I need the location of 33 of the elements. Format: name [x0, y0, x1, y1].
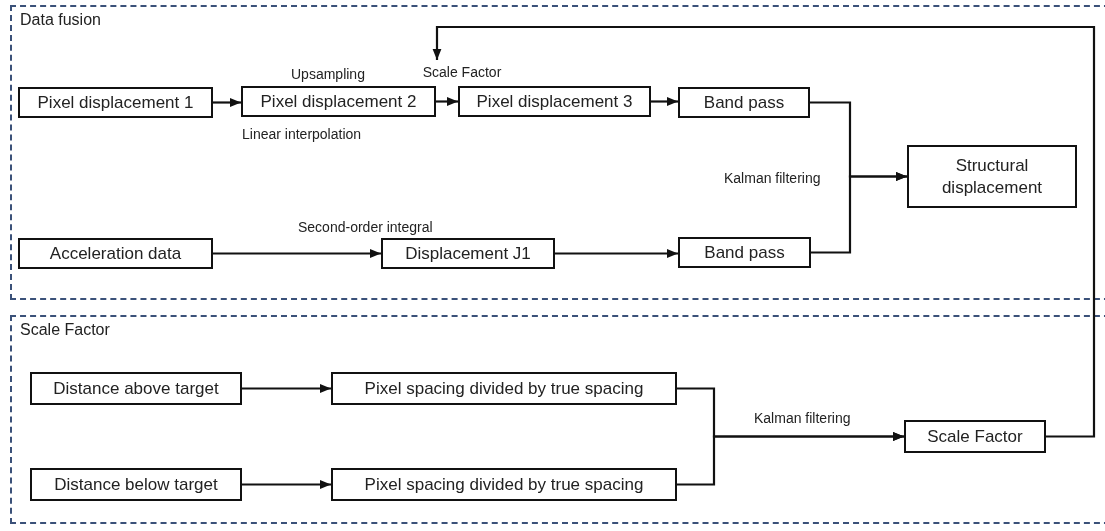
process-box: Distance above target	[30, 372, 242, 405]
arrow	[677, 432, 904, 486]
group-title: Data fusion	[20, 11, 101, 29]
edge-label: Kalman filtering	[722, 170, 823, 186]
process-box: Pixel spacing divided by true spacing	[331, 372, 677, 405]
process-box: Structural displacement	[907, 145, 1077, 208]
arrow	[811, 172, 907, 254]
process-box: Pixel displacement 3	[458, 86, 651, 117]
process-box: Acceleration data	[18, 238, 213, 269]
arrow	[436, 97, 458, 106]
process-box: Displacement J1	[381, 238, 555, 269]
edge-label: Kalman filtering	[752, 410, 853, 426]
process-box: Distance below target	[30, 468, 242, 501]
arrow	[242, 480, 331, 489]
arrow	[242, 384, 331, 393]
process-box: Band pass	[678, 237, 811, 268]
dashed-group-frame	[10, 5, 1105, 300]
arrow	[555, 249, 678, 258]
arrow	[432, 25, 1096, 438]
dashed-group-frame	[10, 315, 1105, 524]
process-box: Scale Factor	[904, 420, 1046, 453]
arrow	[213, 249, 381, 258]
edge-label: Second-order integral	[296, 219, 435, 235]
process-box: Pixel spacing divided by true spacing	[331, 468, 677, 501]
process-box: Pixel displacement 2	[241, 86, 436, 117]
process-box: Band pass	[678, 87, 810, 118]
process-box: Pixel displacement 1	[18, 87, 213, 118]
group-title: Scale Factor	[20, 321, 110, 339]
edge-note: Linear interpolation	[240, 126, 364, 142]
arrow	[651, 97, 678, 106]
arrow	[213, 98, 241, 107]
signal-label: Scale Factor	[412, 62, 512, 82]
edge-label: Upsampling	[289, 66, 367, 82]
